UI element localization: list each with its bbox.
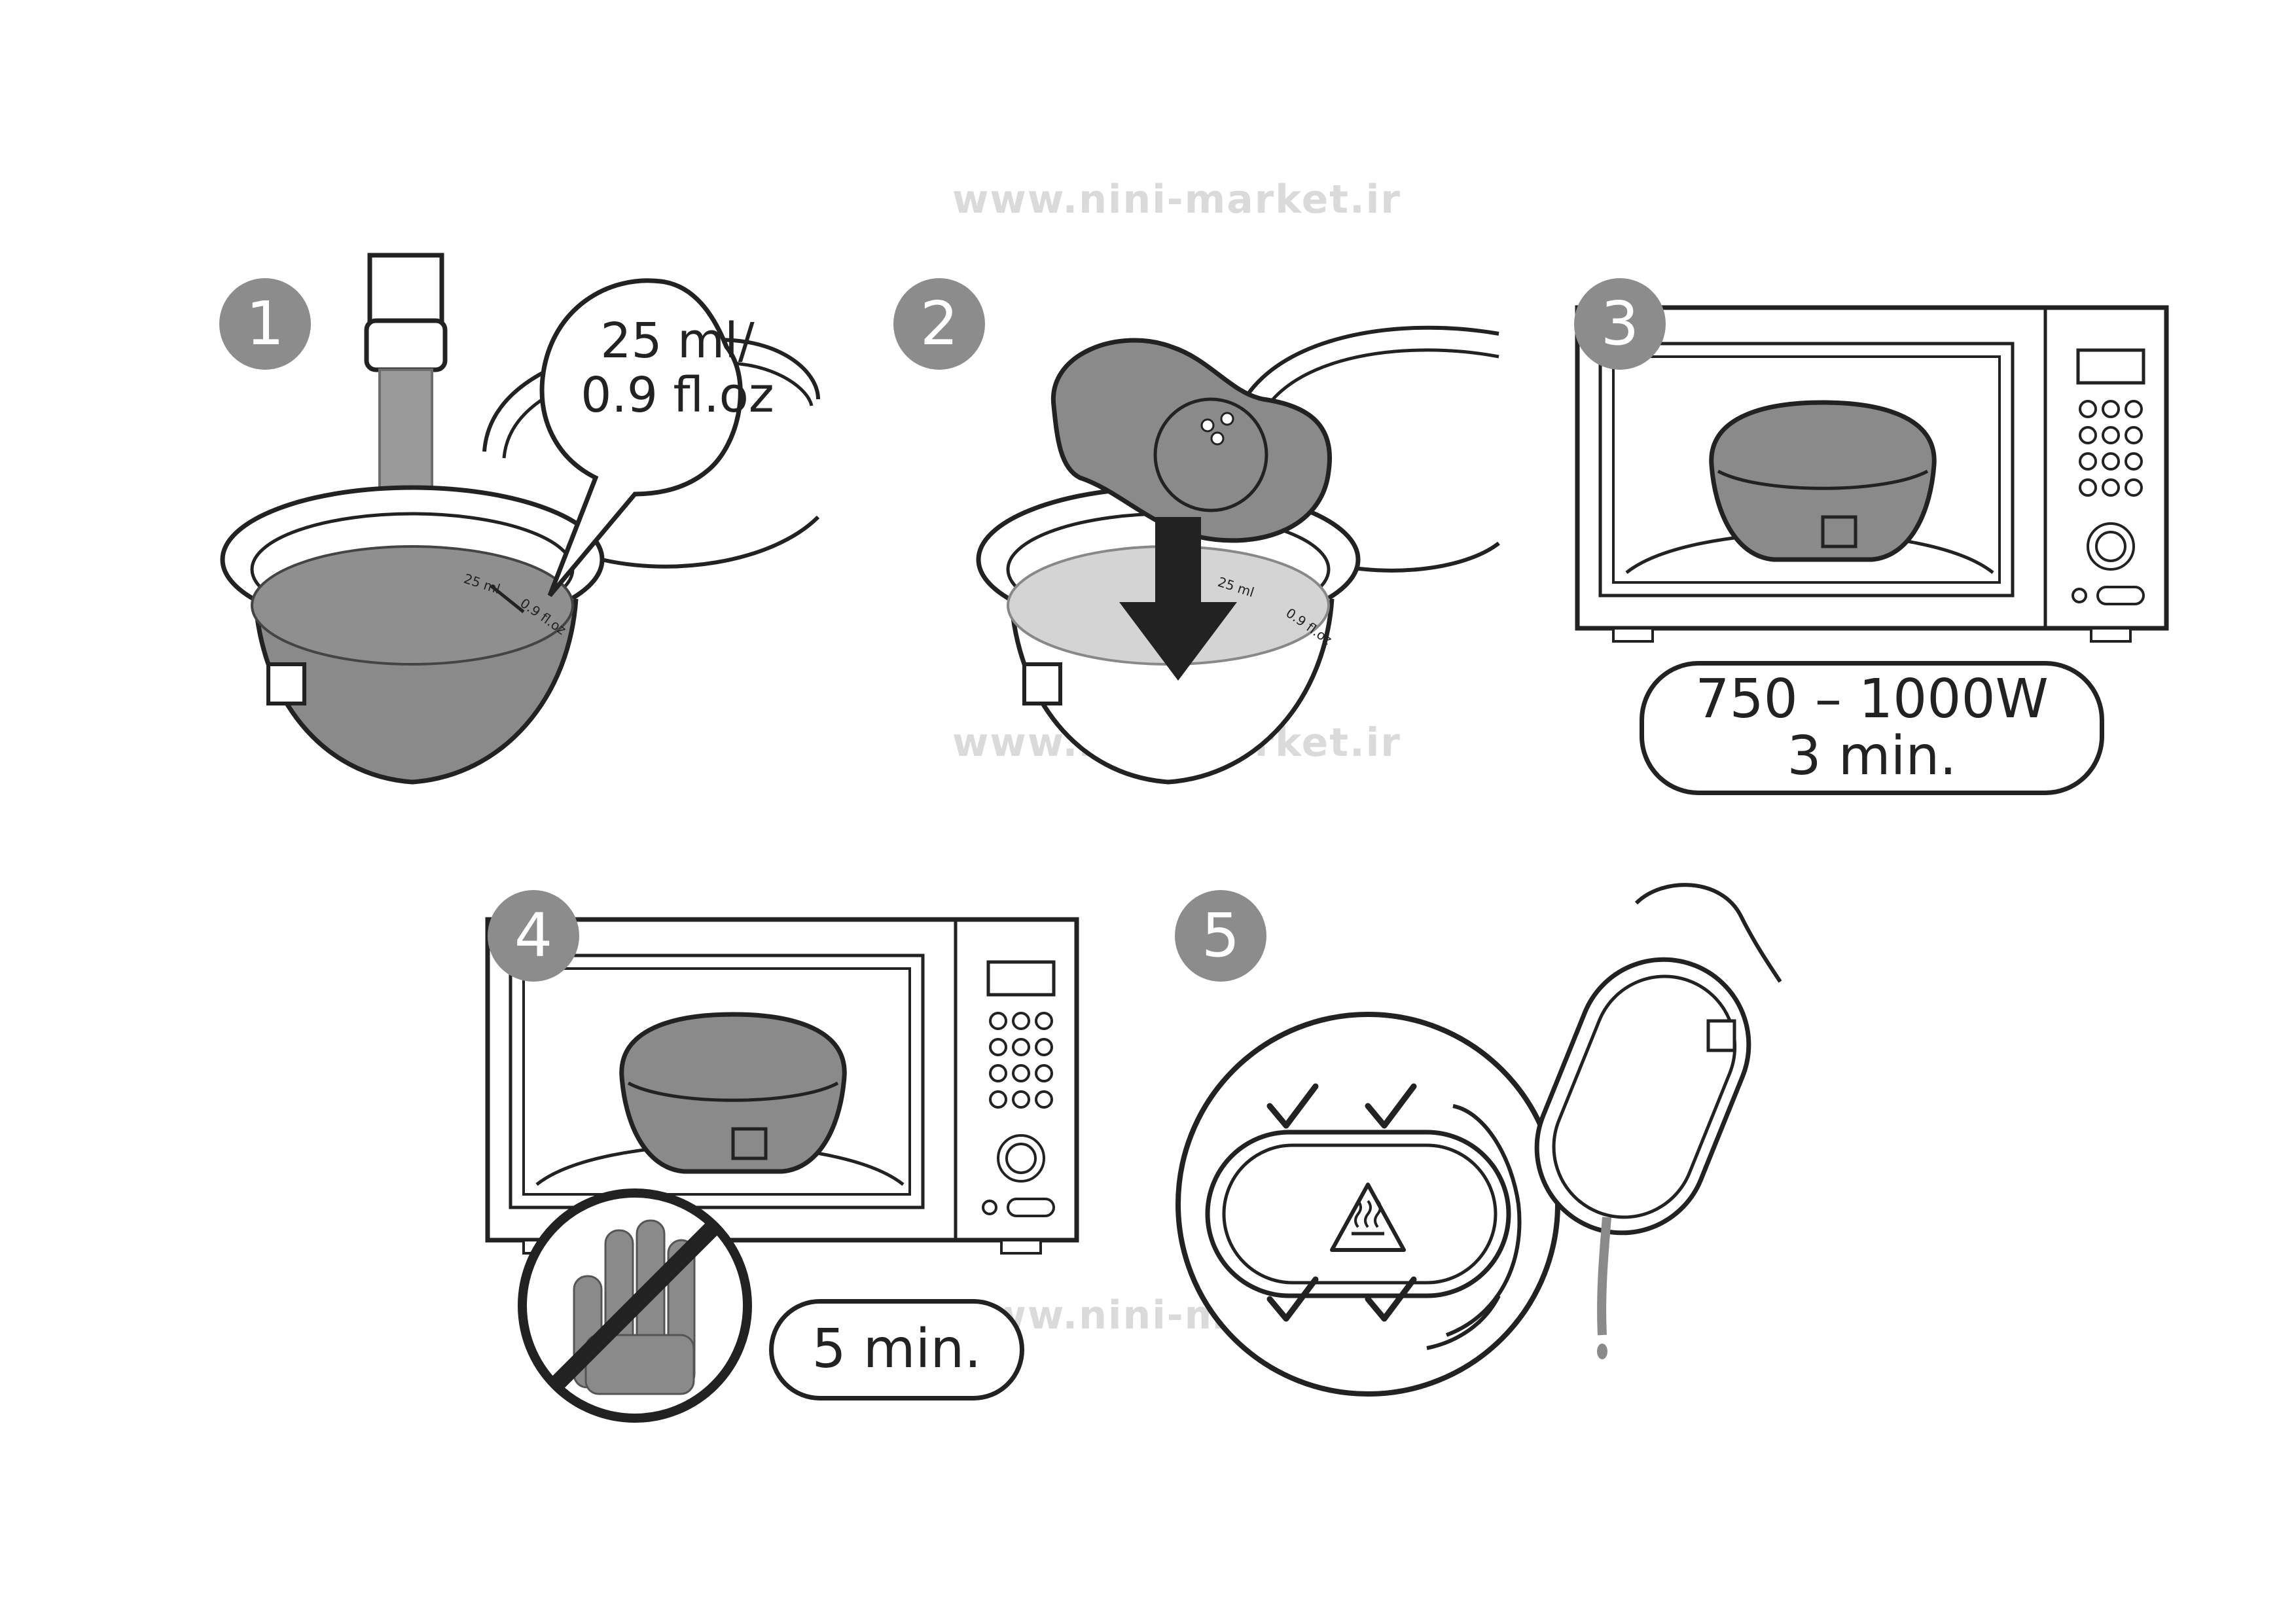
no-touch-icon — [518, 1188, 752, 1423]
volume-floz: 0.9 fl.oz — [581, 366, 774, 423]
bowl-icon — [220, 485, 605, 785]
microwave-setting-label: 750 – 1000W 3 min. — [1640, 661, 2104, 795]
hot-surface-warning-icon — [1330, 1183, 1406, 1252]
speech-bubble-icon — [539, 278, 743, 597]
volume-label: 25 ml/ 0.9 fl.oz — [569, 314, 785, 423]
sterilizer-icon — [1709, 400, 1937, 562]
microwave-power: 750 – 1000W — [1695, 668, 2049, 731]
step-number-badge: 4 — [488, 890, 579, 982]
cooldown-time-label: 5 min. — [769, 1299, 1024, 1400]
sterilizer-icon — [619, 1012, 847, 1174]
microwave-time: 3 min. — [1787, 724, 1957, 787]
arrow-down-icon — [1119, 517, 1237, 681]
step-number-badge: 2 — [893, 278, 985, 370]
watermark: www.nini-market.ir — [952, 177, 1401, 223]
cooldown-time: 5 min. — [812, 1318, 982, 1381]
nipple-icon — [1050, 338, 1332, 543]
pouring-sterilizer-icon — [1534, 883, 1782, 1359]
volume-ml: 25 ml/ — [600, 313, 755, 369]
step-number-badge: 3 — [1574, 278, 1666, 370]
step-number-badge: 5 — [1175, 890, 1266, 982]
sterilizer-top-view-icon — [1175, 1012, 1560, 1397]
step-number-badge: 1 — [219, 278, 311, 370]
checkmark-icon — [1266, 1083, 1417, 1322]
